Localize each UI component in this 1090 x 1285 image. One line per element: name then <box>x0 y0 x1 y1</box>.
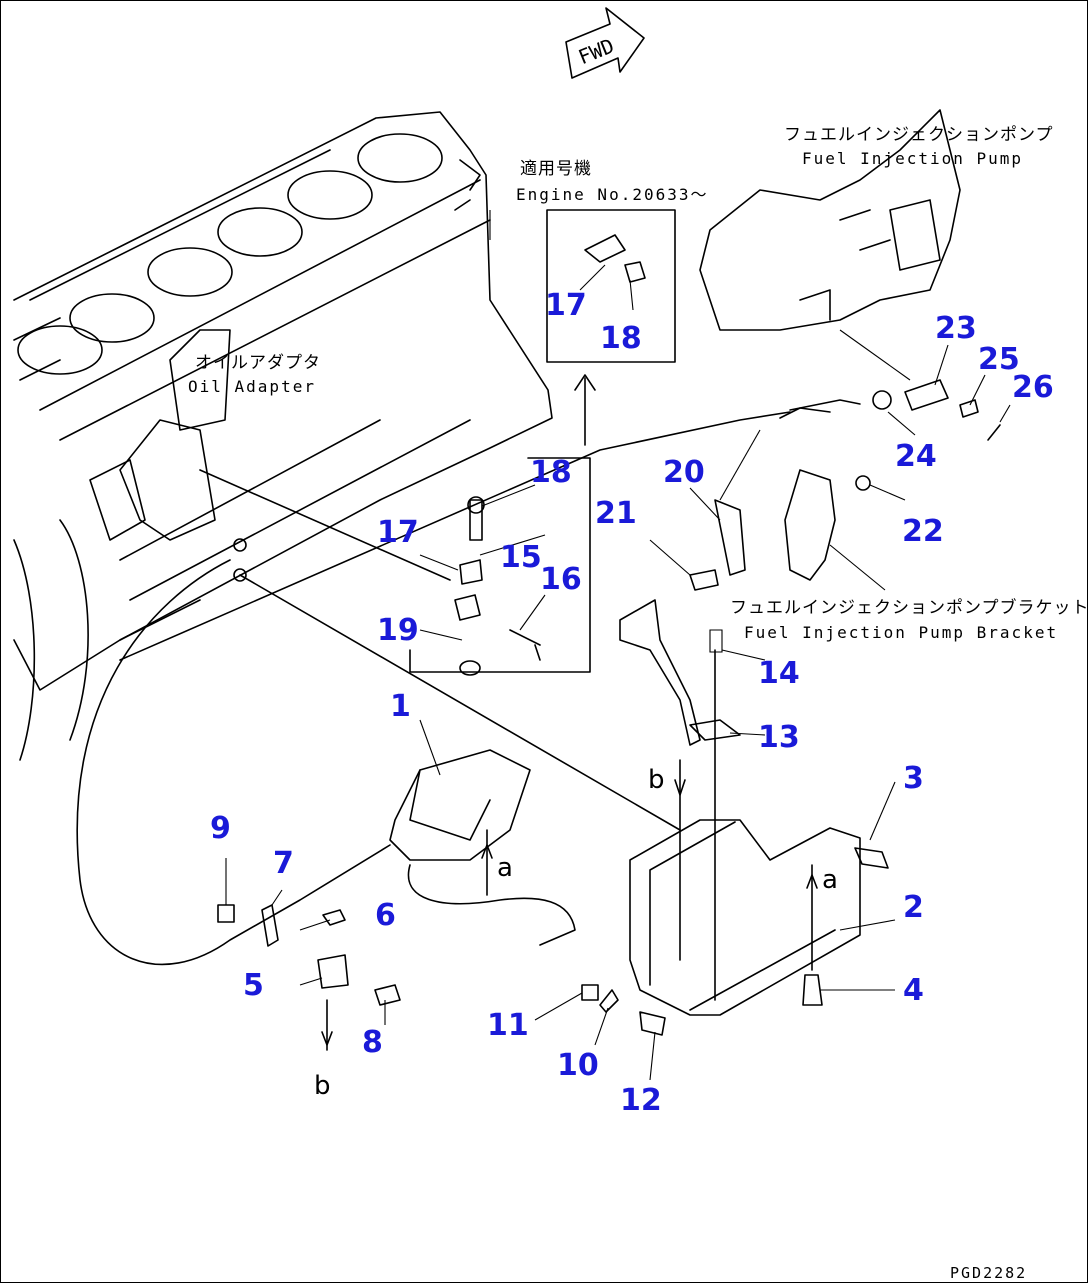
callout-13: 13 <box>758 720 800 755</box>
reference-arrows <box>321 759 818 1051</box>
callout-20: 20 <box>663 455 705 490</box>
inset-box-top <box>546 209 676 363</box>
callout-12: 12 <box>620 1083 662 1118</box>
callout-numbers: 1 2 3 4 5 6 7 8 9 10 11 12 13 14 15 16 1… <box>210 288 1054 1118</box>
label-fuel-pump-jp: フュエルインジェクションポンプ <box>784 125 1054 145</box>
callout-4: 4 <box>903 973 924 1008</box>
callout-22: 22 <box>902 514 944 549</box>
inset-callout-17: 17 <box>545 288 587 323</box>
label-bracket-en: Fuel Injection Pump Bracket <box>744 623 1058 642</box>
part-13-stay <box>619 599 701 746</box>
ref-b-top: b <box>648 765 665 795</box>
label-fuel-pump-en: Fuel Injection Pump <box>802 149 1023 168</box>
label-oil-adapter-en: Oil Adapter <box>188 377 316 396</box>
label-bracket-jp: フュエルインジェクションポンプブラケット <box>730 597 1090 618</box>
pipe <box>119 411 791 661</box>
callout-21: 21 <box>595 496 637 531</box>
leader-lines <box>225 210 1011 1081</box>
callout-17: 17 <box>377 515 419 550</box>
callout-14: 14 <box>758 656 800 691</box>
callout-1: 1 <box>390 689 411 724</box>
callout-24: 24 <box>895 439 937 474</box>
ref-b-bottom: b <box>314 1071 331 1101</box>
label-applicable-jp: 適用号機 <box>520 159 592 179</box>
label-oil-adapter-jp: オイルアダプタ <box>195 353 321 373</box>
callout-25: 25 <box>978 342 1020 377</box>
engine-block <box>13 111 553 761</box>
label-engine-no: Engine No.20633～ <box>516 185 709 204</box>
callout-19: 19 <box>377 613 419 648</box>
callout-10: 10 <box>557 1048 599 1083</box>
callout-26: 26 <box>1012 370 1054 405</box>
fwd-label: FWD <box>575 34 617 70</box>
callout-5: 5 <box>243 968 264 1003</box>
part-2-plate <box>629 819 861 1016</box>
callout-6: 6 <box>375 898 396 933</box>
callout-15: 15 <box>500 540 542 575</box>
inset-callout-18: 18 <box>600 321 642 356</box>
drawing-code: PGD2282 <box>950 1264 1027 1282</box>
fuel-injection-pump <box>699 109 961 331</box>
ref-a-right: a <box>822 865 838 895</box>
fwd-arrow: FWD <box>565 7 645 79</box>
callout-16: 16 <box>540 562 582 597</box>
part-1-box <box>389 749 576 946</box>
callout-7: 7 <box>273 846 294 881</box>
callout-2: 2 <box>903 890 924 925</box>
small-parts <box>217 379 1001 1036</box>
callout-9: 9 <box>210 811 231 846</box>
callout-11: 11 <box>487 1008 529 1043</box>
inset-box-lower <box>409 457 591 673</box>
callout-8: 8 <box>362 1025 383 1060</box>
hose <box>76 559 391 966</box>
callout-3: 3 <box>903 761 924 796</box>
pump-bracket <box>784 469 836 581</box>
callout-18: 18 <box>530 455 572 490</box>
callout-23: 23 <box>935 311 977 346</box>
ref-a-left: a <box>497 853 513 883</box>
